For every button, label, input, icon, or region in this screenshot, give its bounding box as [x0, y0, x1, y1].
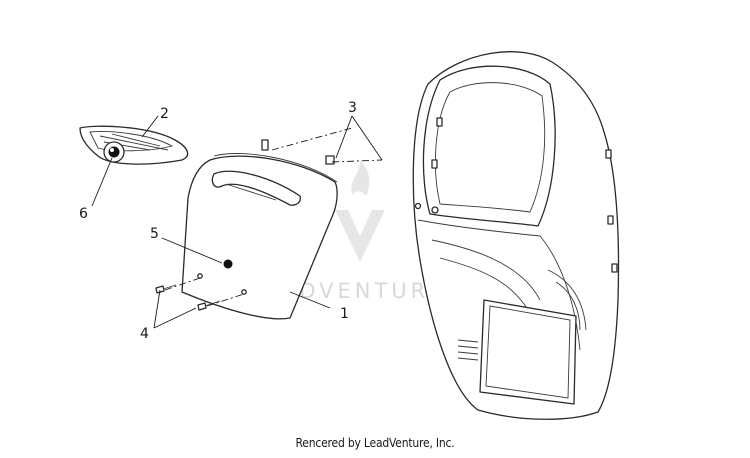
- callout-5: 5: [150, 226, 159, 242]
- callout-1: 1: [340, 306, 349, 322]
- callout-6: 6: [79, 206, 88, 222]
- callout-2: 2: [160, 106, 169, 122]
- reflector-lens-part: [79, 125, 189, 165]
- front-panel-cover-part: [181, 139, 338, 320]
- callout-3: 3: [348, 100, 357, 116]
- watermark-logo-icon: [335, 160, 385, 262]
- screw-part: [155, 284, 221, 311]
- rendered-by-caption: Rencered by LeadVenture, Inc.: [295, 436, 455, 450]
- fairing-shroud-part: [412, 51, 620, 420]
- callout-4: 4: [140, 326, 149, 342]
- leader-lines: [91, 115, 383, 329]
